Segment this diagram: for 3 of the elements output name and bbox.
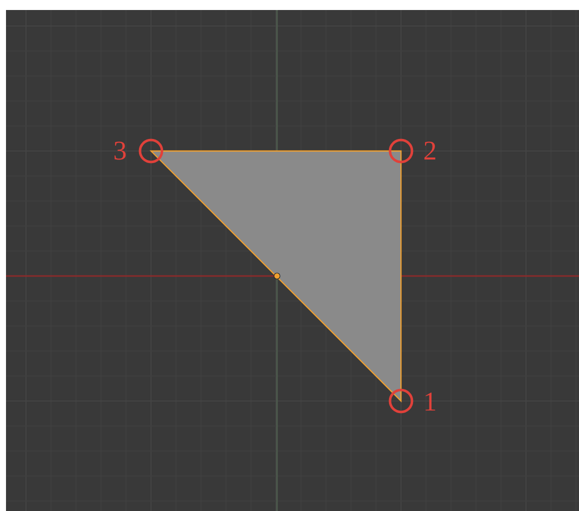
vertex-number: 1: [423, 388, 437, 416]
vertex-number: 2: [423, 138, 437, 164]
vertex-number: 3: [113, 138, 127, 164]
